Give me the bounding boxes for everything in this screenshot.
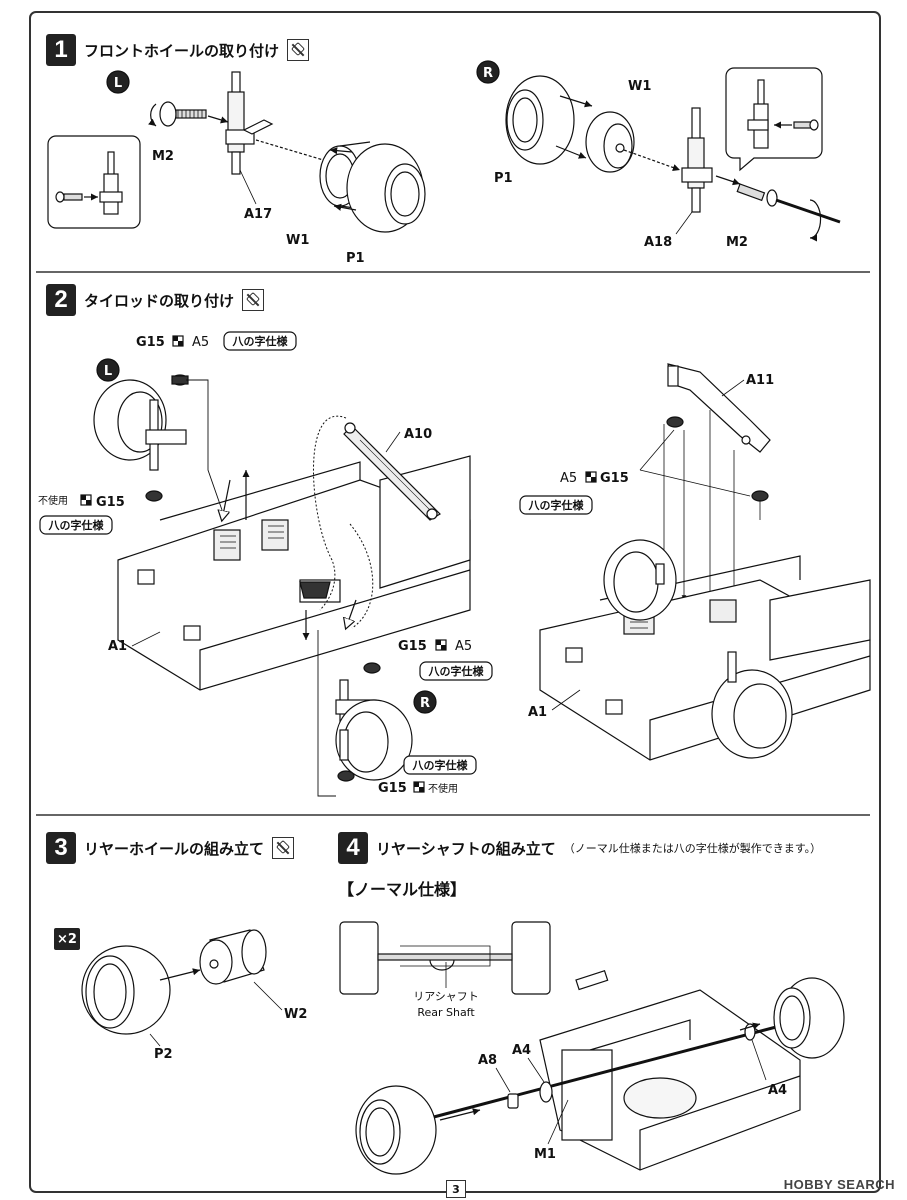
tie-rod-a10: [343, 422, 441, 521]
label-m2-left: M2: [152, 149, 174, 164]
step3-number: 3: [46, 832, 76, 864]
step1-header: 1 フロントホイールの取り付け: [46, 34, 310, 66]
quantity-badge: ×2: [54, 928, 80, 950]
rear-wheel-right: [773, 977, 845, 1059]
side-right-marker: [476, 60, 500, 84]
step2-diagram: L G15 A5 八の字仕様 不使用 G15 八の字仕様: [38, 331, 871, 797]
side-left-label-2: L: [104, 364, 112, 379]
knuckle-a18: [681, 107, 713, 213]
label-yatsuji-c: 八の字仕様: [428, 664, 485, 678]
step4-subtitle: （ノーマル仕様または八の字仕様が製作できます。）: [563, 842, 822, 855]
step4-number: 4: [338, 832, 368, 864]
label-a18: A18: [644, 235, 672, 250]
chassis-rear: [539, 969, 801, 1171]
front-wheels-right-view: [603, 539, 793, 759]
step4-title: リヤーシャフトの組み立て: [376, 839, 556, 858]
label-w1-right: W1: [628, 79, 651, 94]
step4-diagram: リアシャフト Rear Shaft A8 A4: [339, 921, 845, 1175]
label-a5-a: A5: [192, 335, 209, 350]
cement-icon: [272, 837, 295, 859]
label-yatsuji-d: 八の字仕様: [412, 758, 469, 772]
step1-title: フロントホイールの取り付け: [84, 41, 280, 60]
detail-inset-left: [47, 135, 141, 229]
label-p2: P2: [154, 1047, 173, 1062]
label-a17: A17: [244, 207, 272, 222]
step3-diagram: P2 W2: [81, 929, 307, 1062]
rear-tire-p2: [81, 945, 171, 1035]
label-yatsuji-e: 八の字仕様: [528, 498, 585, 512]
label-rear-shaft-jp: リアシャフト: [413, 990, 479, 1003]
step4-header: 4 リヤーシャフトの組み立て （ノーマル仕様または八の字仕様が製作できます。）: [338, 832, 821, 864]
step4-variant-title: 【ノーマル仕様】: [338, 880, 467, 899]
step2-number: 2: [46, 284, 76, 316]
screw-m2-left: [148, 101, 207, 127]
side-left-label: L: [114, 76, 122, 91]
rear-wheel-left: [355, 1085, 437, 1175]
label-a4-left: A4: [512, 1043, 531, 1058]
side-left-marker: [106, 70, 130, 94]
step2-title: タイロッドの取り付け: [84, 291, 235, 310]
detail-inset-right: [725, 67, 823, 172]
label-w1-left: W1: [286, 233, 309, 248]
label-m2-right: M2: [726, 235, 748, 250]
label-yatsuji-a: 八の字仕様: [232, 334, 289, 348]
label-a5-c: A5: [455, 639, 472, 654]
label-fushiyou-a: 不使用: [38, 494, 68, 507]
label-m1: M1: [534, 1147, 556, 1162]
step1-number: 1: [46, 34, 76, 66]
front-wheel-right-assembly: [335, 662, 413, 782]
label-a1-right: A1: [528, 705, 547, 720]
rear-wheel-w2: [199, 929, 267, 985]
step1-diagram: L M2 A17: [47, 60, 841, 266]
label-fushiyou-b: 不使用: [428, 782, 458, 795]
side-right-label: R: [483, 66, 493, 81]
wheel-w1-right: [585, 111, 635, 173]
step3-header: 3 リヤーホイールの組み立て: [46, 832, 295, 864]
label-g15-c: G15: [398, 639, 427, 654]
label-a8: A8: [478, 1053, 497, 1068]
knuckle-a17: [225, 71, 274, 175]
label-p1-left: P1: [346, 251, 365, 266]
cement-icon: [287, 39, 310, 61]
step2-header: 2 タイロッドの取り付け: [46, 284, 265, 316]
tie-rod-a11: [667, 363, 771, 453]
watermark: HOBBY SEARCH: [783, 1177, 895, 1192]
step3-title: リヤーホイールの組み立て: [84, 839, 265, 858]
label-g15-b: G15: [96, 495, 125, 510]
label-g15-e: G15: [600, 471, 629, 486]
side-right-label-2: R: [420, 696, 430, 711]
cement-icon: [242, 289, 265, 311]
label-a4-right: A4: [768, 1083, 787, 1098]
rear-shaft-top-view: [339, 921, 551, 995]
label-a11: A11: [746, 373, 774, 388]
tire-p1-left: [346, 143, 426, 233]
label-a10: A10: [404, 427, 432, 442]
screw-m2-right: [715, 175, 841, 242]
label-g15-d: G15: [378, 781, 407, 796]
label-a1-left: A1: [108, 639, 127, 654]
label-rear-shaft-en: Rear Shaft: [417, 1006, 475, 1019]
label-w2: W2: [284, 1007, 307, 1022]
tire-p1-right: [505, 75, 575, 165]
page-number: 3: [446, 1180, 466, 1198]
label-p1-right: P1: [494, 171, 513, 186]
front-wheel-left-assembly: [93, 374, 189, 471]
label-yatsuji-b: 八の字仕様: [48, 518, 105, 532]
label-g15-a: G15: [136, 335, 165, 350]
chassis-a1-right: [539, 555, 871, 761]
label-a5-e: A5: [560, 471, 577, 486]
